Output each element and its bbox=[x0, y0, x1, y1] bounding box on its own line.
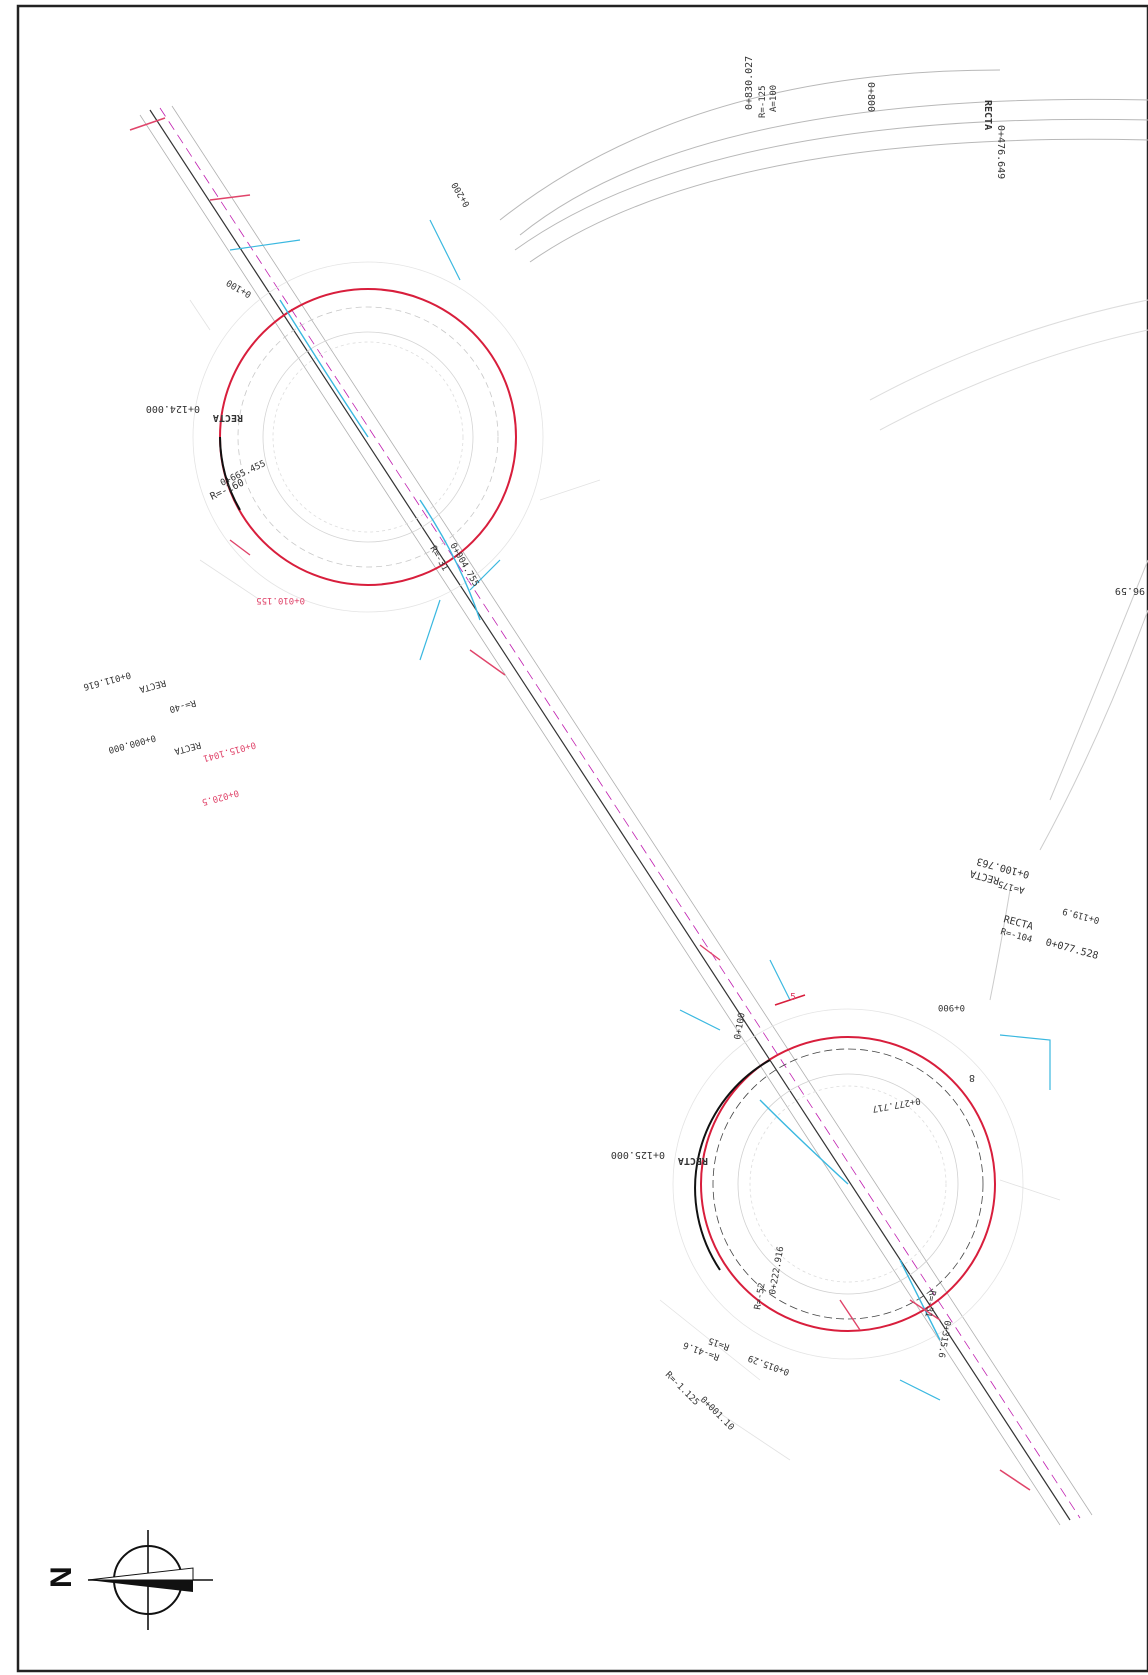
north-arrow-icon: N bbox=[45, 1530, 213, 1630]
top-right-roads bbox=[499, 69, 1148, 1001]
label-upper-station-100: 0+100 bbox=[225, 277, 253, 299]
north-letter: N bbox=[45, 1566, 78, 1588]
sheet-frame bbox=[16, 4, 1148, 1673]
label-top-recta-station: 0+476.649 bbox=[995, 125, 1006, 179]
label-mid-station-2: 0+119.9 bbox=[1062, 905, 1101, 924]
label-left-station-1-value: 0+011.616 bbox=[82, 669, 132, 691]
label-lower-marker-8: 8 bbox=[969, 1072, 975, 1083]
label-upper-recta-station: 0+124.000 bbox=[146, 403, 200, 414]
label-top-station-2: 0+800 bbox=[865, 82, 876, 112]
label-lower-station-015: 0+015.29 bbox=[747, 1352, 791, 1376]
label-mid-station-3: 0+077.528 bbox=[1044, 937, 1099, 962]
label-lower-radius-bottom: R=-1.125 bbox=[663, 1370, 701, 1408]
label-lower-recta: RECTA bbox=[678, 1155, 708, 1166]
top-right-labels: 0+830.027 0+800 RECTA 0+476.649 R=-125 A… bbox=[744, 56, 1006, 179]
label-top-recta-tag: RECTA bbox=[982, 100, 993, 130]
label-top-radius-1: R=-125 bbox=[758, 85, 768, 118]
label-lower-station-900: 0+900 bbox=[938, 1002, 965, 1012]
left-labels: RECTA RECTA 0+011.616 R=-40 0+015.1041 R… bbox=[82, 669, 257, 806]
label-left-recta-2: RECTA bbox=[172, 739, 201, 756]
label-lower-radius-31: R=-31 bbox=[922, 1289, 937, 1317]
right-edge-labels: 96.59 bbox=[1115, 585, 1145, 596]
label-left-station-2: 0+015.1041 bbox=[202, 739, 257, 763]
label-lower-station-bottom: 0+001.10 bbox=[698, 1395, 736, 1433]
label-left-recta-1: RECTA bbox=[137, 677, 166, 694]
label-upper-station-010: 0+010.155 bbox=[256, 595, 305, 605]
label-top-station-1: 0+830.027 bbox=[744, 56, 755, 110]
lower-roundabout bbox=[672, 944, 1051, 1491]
label-right-edge: 96.59 bbox=[1115, 585, 1145, 596]
upper-roundabout bbox=[129, 117, 544, 676]
label-lower-station-100: 0+100 bbox=[733, 1012, 748, 1040]
label-mid-radius-1: A=175 bbox=[997, 878, 1026, 895]
label-lower-recta-station: 0+125.000 bbox=[611, 1149, 665, 1160]
label-left-station-4: 0+020.5 bbox=[201, 787, 240, 806]
main-road-axis bbox=[139, 105, 1093, 1526]
label-lower-station-222: 0+222.916 bbox=[768, 1246, 786, 1296]
label-lower-station-315: 0+315.6 bbox=[935, 1319, 951, 1358]
middle-right-labels: RECTA 0+100.763 A=175 0+119.9 RECTA R=-1… bbox=[969, 855, 1101, 962]
label-top-radius-2: A=100 bbox=[769, 85, 779, 112]
construction-lines bbox=[189, 299, 1061, 1461]
label-left-station-3: 0+000.000 bbox=[107, 732, 157, 754]
label-lower-radius: R=-52 bbox=[753, 1282, 768, 1310]
lower-roundabout-labels: 0+900 0+100 5 RECTA 0+125.000 0+277.717 … bbox=[611, 992, 975, 1433]
label-lower-marker-5: 5 bbox=[790, 992, 796, 1003]
label-upper-radius-31: R=-31 bbox=[427, 545, 449, 573]
label-upper-station-200: 0+200 bbox=[450, 180, 472, 208]
label-upper-recta: RECTA bbox=[213, 412, 243, 423]
upper-roundabout-labels: 0+200 0+100 RECTA 0+124.000 R=-160 0+665… bbox=[146, 180, 481, 605]
label-lower-station-277: 0+277.717 bbox=[871, 1095, 921, 1113]
label-left-radius-1: R=-40 bbox=[168, 697, 197, 714]
